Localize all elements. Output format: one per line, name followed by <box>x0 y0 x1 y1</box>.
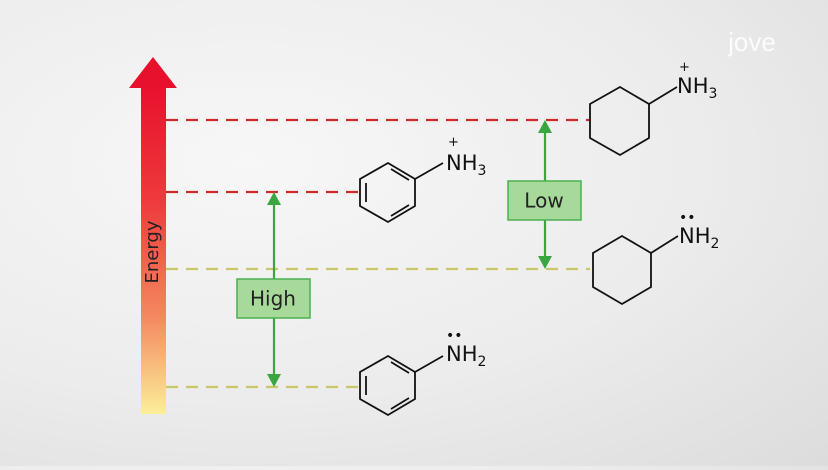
anilinium-charge: + <box>448 135 459 150</box>
energy-axis-label: Energy <box>142 220 163 283</box>
aniline-nh2: NH2 <box>446 342 486 370</box>
cyclohexylammonium-nh3: NH3 <box>677 74 717 102</box>
high-label: High <box>250 287 296 311</box>
high-label-box <box>236 278 311 319</box>
low-label-box <box>507 180 582 221</box>
cyclohexylamine-structure <box>592 234 679 306</box>
jove-watermark: jove <box>727 27 776 57</box>
low-label: Low <box>524 189 563 213</box>
energy-arrow <box>129 57 177 414</box>
aniline-structure <box>359 354 444 417</box>
aniline-lone-pair: •• <box>446 328 463 344</box>
anilinium-structure <box>359 161 444 224</box>
cyclohexylamine-lone-pair: •• <box>679 210 696 226</box>
cyclohexylamine-nh2: NH2 <box>679 224 719 252</box>
anilinium-nh3: NH3 <box>446 151 486 179</box>
cyclohexylammonium-structure <box>589 85 678 157</box>
cyclohexylammonium-charge: + <box>679 60 690 75</box>
